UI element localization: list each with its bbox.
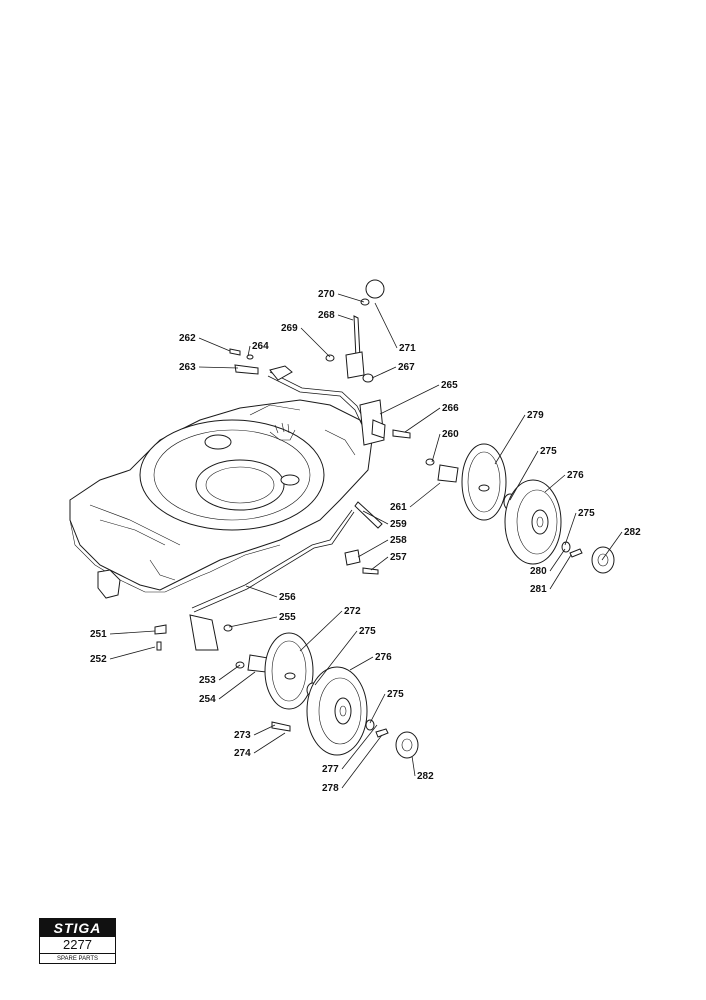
callout-label-275: 275	[540, 446, 557, 457]
callout-label-273: 273	[234, 730, 251, 741]
callout-label-259: 259	[390, 519, 407, 530]
axle-rod	[154, 501, 383, 673]
callout-leader-259	[362, 510, 389, 525]
callout-leader-264	[247, 345, 251, 357]
callout-label-276: 276	[375, 652, 392, 663]
lower-wheel-assembly	[264, 632, 419, 759]
callout-leader-253	[218, 664, 241, 681]
callout-label-275: 275	[359, 626, 376, 637]
callout-label-270: 270	[318, 289, 335, 300]
callout-leader-273	[253, 724, 276, 736]
callout-label-271: 271	[399, 343, 416, 354]
callout-leader-251	[109, 630, 156, 635]
callout-label-272: 272	[344, 606, 361, 617]
callout-label-268: 268	[318, 310, 335, 321]
part-callouts: 270 268 271 262 264 269 263 267 265 266 260 279 275 2…	[90, 289, 641, 794]
brand-mark: STIGA	[40, 919, 115, 937]
callout-leader-272	[299, 610, 343, 652]
callout-leader-280	[549, 548, 566, 572]
callout-label-266: 266	[442, 403, 459, 414]
callout-leader-276	[544, 474, 566, 493]
callout-leader-255	[228, 616, 278, 628]
callout-leader-262	[198, 337, 231, 352]
callout-label-279: 279	[527, 410, 544, 421]
callout-label-276: 276	[567, 470, 584, 481]
callout-label-274: 274	[234, 748, 251, 759]
callout-label-251: 251	[90, 629, 107, 640]
callout-label-281: 281	[530, 584, 547, 595]
callout-leader-268	[337, 314, 354, 321]
callout-label-269: 269	[281, 323, 298, 334]
callout-label-282: 282	[417, 771, 434, 782]
mower-deck	[69, 399, 373, 599]
callout-label-261: 261	[390, 502, 407, 513]
callout-label-280: 280	[530, 566, 547, 577]
callout-leader-278	[341, 734, 383, 789]
callout-leader-263	[198, 366, 239, 369]
callout-leader-282	[601, 531, 623, 561]
callout-leader-269	[300, 327, 331, 358]
stiga-logo: STIGA 2277 SPARE PARTS	[39, 918, 116, 964]
callout-label-277: 277	[322, 764, 339, 775]
callout-leader-276	[349, 656, 374, 671]
callout-leader-277	[341, 724, 378, 770]
page-number: 2277	[63, 937, 92, 952]
callout-label-254: 254	[199, 694, 216, 705]
callout-leader-257	[370, 556, 389, 571]
callout-leader-266	[404, 407, 441, 433]
callout-leader-258	[357, 539, 389, 558]
callout-label-262: 262	[179, 333, 196, 344]
logo-caption: SPARE PARTS	[40, 953, 115, 964]
callout-leader-256	[245, 585, 278, 598]
callout-leader-275	[314, 630, 358, 686]
callout-leader-274	[253, 732, 286, 754]
callout-leader-252	[109, 646, 156, 660]
callout-leader-254	[218, 671, 256, 700]
callout-label-258: 258	[390, 535, 407, 546]
callout-label-260: 260	[442, 429, 459, 440]
callout-label-265: 265	[441, 380, 458, 391]
callout-leader-281	[549, 554, 572, 590]
callout-label-275: 275	[387, 689, 404, 700]
callout-label-264: 264	[252, 341, 269, 352]
callout-leader-271	[374, 302, 398, 349]
callout-leader-279	[494, 414, 526, 465]
callout-label-257: 257	[390, 552, 407, 563]
height-adjust-lever	[229, 279, 459, 483]
callout-leader-275	[369, 693, 386, 724]
callout-label-255: 255	[279, 612, 296, 623]
callout-label-282: 282	[624, 527, 641, 538]
callout-leader-267	[371, 366, 397, 379]
callout-leader-275	[509, 450, 539, 501]
callout-leader-260	[431, 433, 441, 463]
callout-label-256: 256	[279, 592, 296, 603]
callout-leader-265	[379, 384, 440, 415]
callout-leader-275	[564, 512, 577, 546]
callout-leader-282	[411, 755, 416, 777]
upper-wheel-assembly	[461, 443, 615, 574]
callout-leader-270	[337, 293, 365, 303]
callout-label-278: 278	[322, 783, 339, 794]
callout-label-263: 263	[179, 362, 196, 373]
callout-leader-261	[409, 482, 441, 508]
callout-label-267: 267	[398, 362, 415, 373]
callout-label-252: 252	[90, 654, 107, 665]
callout-label-253: 253	[199, 675, 216, 686]
callout-label-275: 275	[578, 508, 595, 519]
